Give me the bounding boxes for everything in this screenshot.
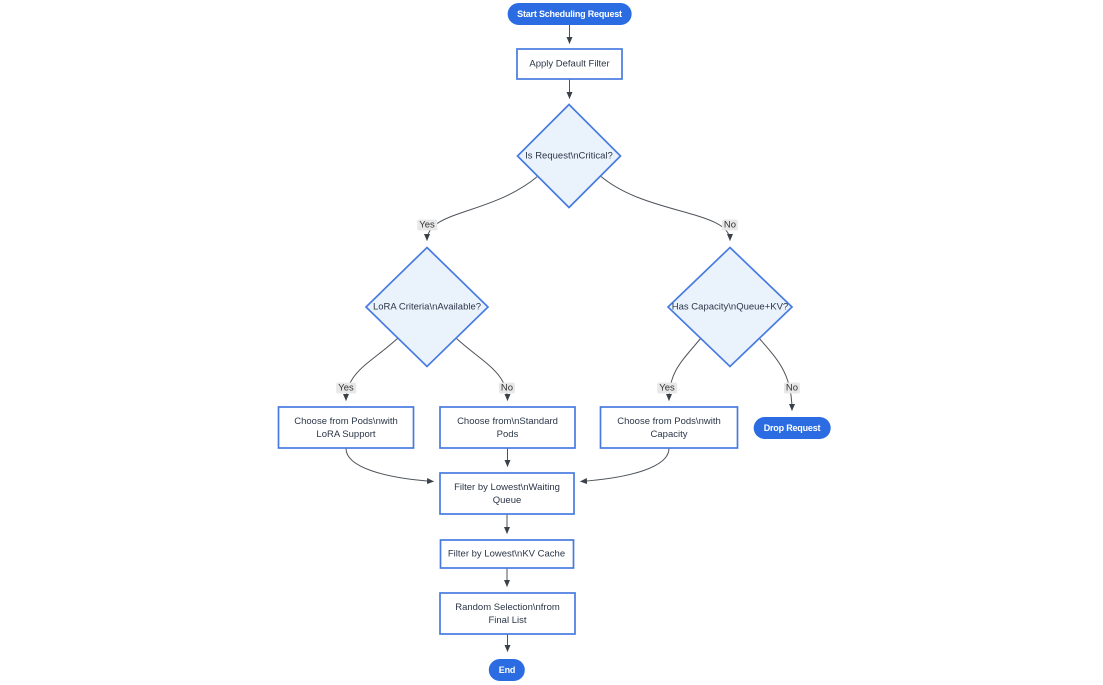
edge-label-capacity-no: No (783, 382, 801, 394)
node-start-label: Start Scheduling Request (517, 9, 622, 19)
node-apply-default-filter-label: Apply Default Filter (529, 58, 610, 70)
edge-label-lora-yes: Yes (336, 382, 356, 394)
node-filter-waiting-queue-label: Filter by Lowest\nWaiting Queue (454, 481, 560, 506)
edge-choose-lora-to-filter-queue (345, 448, 434, 485)
node-drop-request-label: Drop Request (763, 423, 821, 433)
node-filter-waiting-queue-shape (439, 472, 575, 515)
node-filter-kv-cache-label: Filter by Lowest\nKV Cache (447, 548, 566, 560)
node-choose-standard-pods-shape (439, 406, 576, 449)
node-has-capacity-label: Has Capacity\nQueue+KV? (671, 301, 789, 313)
node-filter-kv-cache-shape (439, 539, 575, 569)
node-random-selection-label: Random Selection\nfrom Final List (455, 601, 560, 626)
node-end-label: End (498, 665, 516, 675)
node-random-selection-shape (439, 592, 576, 635)
node-choose-standard-pods-label: Choose from\nStandard Pods (457, 415, 558, 440)
node-end: End (488, 659, 526, 681)
edge-label-capacity-yes: Yes (657, 382, 677, 394)
node-choose-lora-pods-shape (277, 406, 415, 449)
edge-capacity-no (758, 337, 795, 411)
edge-is-critical-no (600, 175, 733, 241)
node-lora-criteria-available-label: LoRA Criteria\nAvailable? (372, 301, 482, 313)
node-is-request-critical-shape (516, 103, 622, 209)
node-has-capacity-shape (666, 246, 794, 368)
node-apply-default-filter-shape (516, 48, 623, 80)
edge-label-is-critical-no: No (721, 219, 739, 231)
node-choose-capacity-pods-label: Choose from Pods\nwith Capacity (617, 415, 721, 440)
edge-choose-capacity-to-filter-queue (580, 448, 670, 485)
node-drop-request: Drop Request (753, 417, 831, 439)
node-choose-lora-pods-label: Choose from Pods\nwith LoRA Support (294, 415, 398, 440)
node-start-scheduling-request: Start Scheduling Request (507, 3, 632, 25)
edge-label-lora-no: No (498, 382, 516, 394)
edge-is-critical-yes (424, 175, 539, 241)
node-is-request-critical-label: Is Request\nCritical? (525, 150, 613, 162)
edge-label-is-critical-yes: Yes (417, 219, 437, 231)
node-choose-capacity-pods-shape (599, 406, 739, 449)
node-lora-criteria-available-shape (364, 246, 490, 368)
